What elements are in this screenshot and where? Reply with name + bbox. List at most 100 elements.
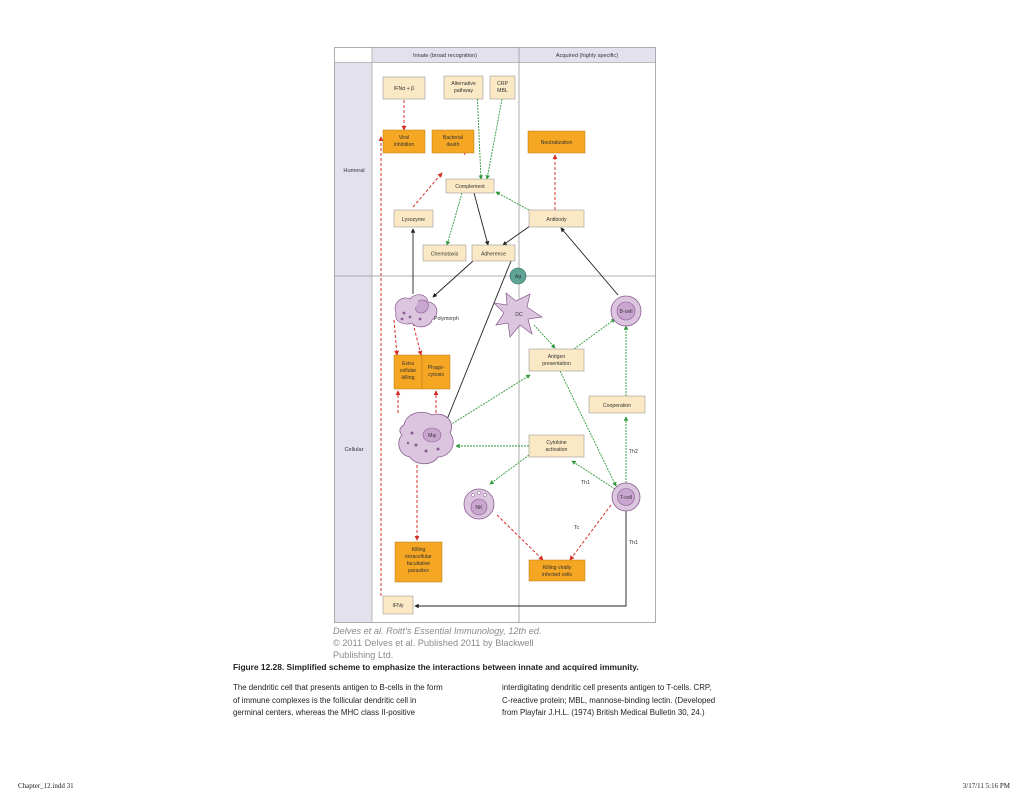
immunity-diagram: Innate (broad recognition) Acquired (hig… — [334, 47, 656, 623]
row-label-strip — [334, 62, 373, 623]
extra-label-3: killing — [402, 375, 415, 381]
arrow-polymorph-to-extra — [393, 319, 400, 356]
caption-left-line-2: of immune complexes is the follicular de… — [233, 695, 417, 705]
dc-cell: DC — [492, 292, 543, 338]
black-arrows — [410, 192, 627, 609]
macrophage-nucleus — [422, 427, 442, 443]
credit-line-3: Publishing Ltd. — [333, 650, 394, 660]
neutralization-box — [527, 130, 586, 154]
caption-right-line-1: interdigitating dendritic cell presents … — [502, 683, 712, 692]
alt-pathway-label-1: Alternative — [451, 81, 476, 87]
humoral-row-label: Humoral — [343, 168, 364, 174]
green-zigzag-arrows — [445, 89, 629, 490]
caption-left-line-1: The dendritic cell that presents antigen… — [233, 683, 443, 692]
killing-intra-label-1: Killing — [412, 547, 426, 553]
th2-label: Th2 — [629, 449, 638, 455]
cellular-boxes: Extra cellular killing Phago- cytosis An… — [382, 348, 646, 615]
footer-timestamp: 3/17/11 5:16 PM — [962, 782, 1010, 790]
complement-box — [445, 178, 495, 194]
lysozyme-label: Lysozyme — [402, 217, 425, 223]
polymorph-cell: Polymorph — [394, 294, 459, 328]
killing-intracellular-box — [394, 541, 443, 583]
ag-label: Ag — [515, 274, 521, 280]
bcell: B-cell — [610, 295, 642, 327]
diagram-frame — [334, 47, 656, 623]
arrow-adherence-to-mphi — [443, 260, 512, 428]
antibody-box — [528, 209, 585, 228]
adherence-box — [471, 244, 516, 262]
antibody-label: Antibody — [546, 217, 567, 223]
killing-intra-label-4: parasites — [408, 568, 429, 574]
dc-label: DC — [515, 312, 523, 318]
arrow-antibody-to-complement — [495, 191, 530, 211]
antigen-presentation-label-2: presentation — [542, 361, 571, 367]
phagocytosis-box — [421, 354, 451, 390]
humoral-boxes: IFNα + β Alternative pathway CRP MBL Vir… — [382, 75, 586, 262]
extra-cellular-killing-box — [393, 354, 423, 390]
ifn-gamma-box — [382, 595, 414, 615]
ifn-ab-label: IFNα + β — [394, 86, 414, 92]
cytokine-label-2: activation — [546, 447, 568, 453]
phago-label-2: cytosis — [428, 372, 444, 378]
footer-filename: Chapter_12.indd 31 — [18, 782, 74, 790]
chemotaxis-label: Chemotaxis — [431, 252, 459, 258]
cooperation-box — [588, 395, 646, 414]
arrow-antigen-pres-to-bcell — [573, 318, 616, 350]
th1-label-a: Th1 — [581, 480, 590, 486]
mphi-label: Mφ — [428, 433, 436, 439]
tcell-label: T-cell — [620, 495, 632, 501]
neutralization-label: Neutralization — [541, 140, 573, 146]
arrow-tcell-to-cytokine — [571, 460, 616, 490]
crp-label: CRP — [497, 81, 508, 87]
tcell: T-cell — [611, 482, 641, 512]
arrow-antigen-pres-to-tcell — [559, 370, 617, 487]
arrow-cytokine-to-nk — [489, 454, 530, 485]
antigen-presentation-box — [528, 348, 585, 372]
acquired-column-header: Acquired (highly specific) — [556, 53, 618, 59]
arrow-adherence-to-polymorph — [432, 260, 474, 298]
adherence-label: Adherence — [481, 252, 506, 258]
killing-virally-box — [528, 559, 586, 582]
cooperation-label: Cooperation — [603, 403, 631, 409]
innate-column-header: Innate (broad recognition) — [413, 53, 477, 59]
bcell-nucleus — [616, 301, 636, 321]
cytokine-activation-box — [528, 434, 585, 458]
alt-pathway-label-2: pathway — [454, 88, 474, 94]
column-header-strip — [371, 47, 656, 63]
killing-virally-label-1: Killing virally — [543, 565, 572, 571]
ifn-ab-box — [382, 76, 426, 100]
arrow-lysozyme-to-bacterial — [412, 172, 443, 208]
polymorph-nucleus — [415, 299, 429, 314]
polymorph-label: Polymorph — [434, 316, 459, 322]
red-dashed-arrows — [378, 95, 612, 596]
viral-inhibition-label-1: Viral — [399, 135, 409, 141]
phago-label-1: Phago- — [428, 365, 445, 371]
bacterial-death-label-2: death — [447, 142, 460, 148]
arrow-complement-to-chemotaxis — [445, 192, 463, 246]
arrow-crp-to-complement — [485, 98, 503, 180]
killing-intra-label-2: intracellular — [405, 554, 432, 560]
credit-line-2: © 2011 Delves et al. Published 2011 by B… — [333, 638, 534, 648]
killing-intra-label-3: facultative — [407, 561, 430, 567]
tc-label: Tc — [574, 525, 580, 531]
arrow-polymorph-to-phago — [412, 322, 423, 356]
figure-credit: Delves et al. Roitt’s Essential Immunolo… — [333, 625, 653, 661]
cytokine-label-1: Cytokine — [546, 440, 566, 446]
mbl-label: MBL — [497, 88, 508, 94]
nk-cell: NK — [463, 488, 495, 520]
caption-right-line-2: C-reactive protein; MBL, mannose-binding… — [502, 695, 716, 705]
crp-mbl-box — [489, 75, 516, 100]
extra-label-2: cellular — [400, 368, 417, 374]
complement-label: Complement — [455, 184, 485, 190]
arrow-dc-to-antigen-pres — [533, 324, 556, 349]
ag-cell: Ag — [509, 267, 527, 285]
nk-nucleus — [470, 498, 488, 516]
arrow-antibody-to-adherence — [502, 225, 531, 246]
viral-inhibition-label-2: inhibition — [394, 142, 415, 148]
macrophage-cell: Mφ — [398, 411, 454, 465]
dc-body — [492, 292, 543, 338]
arrow-nk-to-killing-virally — [496, 514, 544, 561]
th1-label-b: Th1 — [629, 540, 638, 546]
caption-right-column: interdigitating dendritic cell presents … — [502, 682, 770, 720]
ag-circle — [509, 267, 527, 285]
